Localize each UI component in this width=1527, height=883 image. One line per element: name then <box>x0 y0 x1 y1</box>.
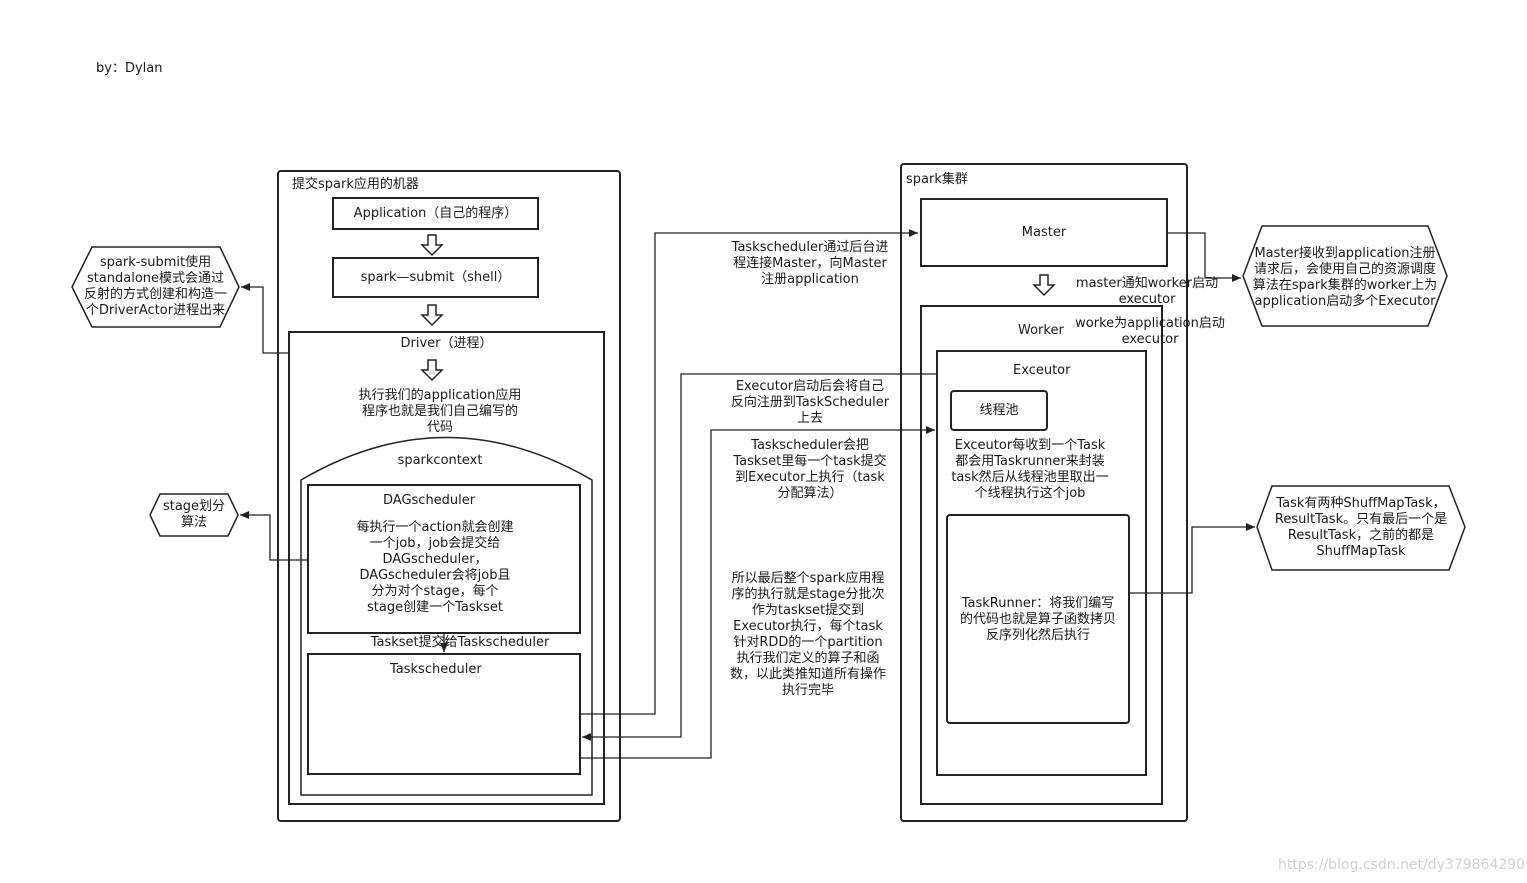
sparkcontext-label: sparkcontext <box>397 453 483 468</box>
connector-driver-to-submit-note <box>241 283 288 354</box>
taskrunner-box <box>946 514 1130 724</box>
dagscheduler-description: 每执行一个action就会创建 一个job，job会提交给 DAGschedul… <box>356 520 514 615</box>
worker-box <box>920 305 1163 805</box>
thread-pool-box <box>950 390 1048 431</box>
executor-description: Exceutor每收到一个Task 都会用Taskrunner来封装 task然… <box>951 438 1109 501</box>
spark-submit-note-hexagon <box>71 246 240 328</box>
connector-taskscheduler-to-executor <box>580 426 935 759</box>
dagscheduler-box <box>307 484 581 634</box>
taskscheduler-label: Taskscheduler <box>390 662 482 677</box>
thread-pool-label: 线程池 <box>979 403 1019 418</box>
driver-label: Driver（进程） <box>400 336 493 351</box>
application-label: Application（自己的程序） <box>353 206 518 221</box>
spark-submit-note-text: spark-submit使用 standalone模式会通过 反射的方式创建和构… <box>83 255 227 318</box>
hollow-arrow-driver-inner <box>420 359 444 382</box>
spark-submit-label: spark—submit（shell） <box>360 270 511 285</box>
spark-submit-box <box>332 257 539 298</box>
summary-note: 所以最后整个spark应用程 序的执行就是stage分批次 作为taskset提… <box>729 571 886 698</box>
executor-register-note: Executor启动后会将自己 反向注册到TaskScheduler 上去 <box>730 379 890 426</box>
task-note-text: Task有两种ShuffMapTask， ResultTask。只有最后一个是 … <box>1274 496 1448 559</box>
hollow-arrow-app-to-submit <box>420 234 444 257</box>
client-machine-container <box>277 170 621 822</box>
executor-box <box>936 350 1147 776</box>
author-label: by：Dylan <box>96 61 163 76</box>
worker-start-note: worke为application启动 executor <box>1075 316 1225 347</box>
spark-cluster-container <box>900 163 1188 822</box>
taskset-submit-label: Taskset提交给Taskscheduler <box>370 635 550 650</box>
spark-cluster-title: spark集群 <box>906 172 968 187</box>
driver-box <box>288 331 605 805</box>
application-box <box>332 197 539 230</box>
taskrunner-label: TaskRunner：将我们编写 的代码也就是算子函数拷贝 反序列化然后执行 <box>959 596 1116 643</box>
dagscheduler-label: DAGscheduler <box>383 493 476 508</box>
executor-label: Exceutor <box>1013 363 1071 378</box>
master-note-text: Master接收到application注册 请求后，会使用自己的资源调度 算法… <box>1252 246 1438 309</box>
taskscheduler-box <box>307 653 581 775</box>
connector-executor-to-taskscheduler <box>582 373 937 741</box>
connector-taskscheduler-to-master <box>580 229 918 715</box>
hollow-arrow-master-to-worker <box>1032 274 1056 297</box>
stage-note-text: stage划分 算法 <box>162 499 226 530</box>
taskset-submit-note: Taskscheduler会把 Taskset里每一个task提交 到Execu… <box>733 438 887 501</box>
master-note-hexagon <box>1242 225 1448 327</box>
watermark: https://blog.csdn.net/dy379864290 <box>1278 857 1526 873</box>
master-box <box>920 198 1168 267</box>
hollow-arrow-submit-to-driver <box>420 304 444 327</box>
master-label: Master <box>1021 225 1067 240</box>
register-master-note: Taskscheduler通过后台进 程连接Master，向Master 注册a… <box>731 240 889 287</box>
driver-description: 执行我们的application应用 程序也就是我们自己编写的 代码 <box>358 388 522 435</box>
sparkcontext-shape <box>300 436 593 796</box>
stage-note-hexagon <box>149 493 239 537</box>
master-notify-note: master通知worker启动 executor <box>1075 276 1219 307</box>
client-machine-title: 提交spark应用的机器 <box>292 177 419 192</box>
worker-label: Worker <box>1018 323 1064 338</box>
task-note-hexagon <box>1256 485 1466 571</box>
